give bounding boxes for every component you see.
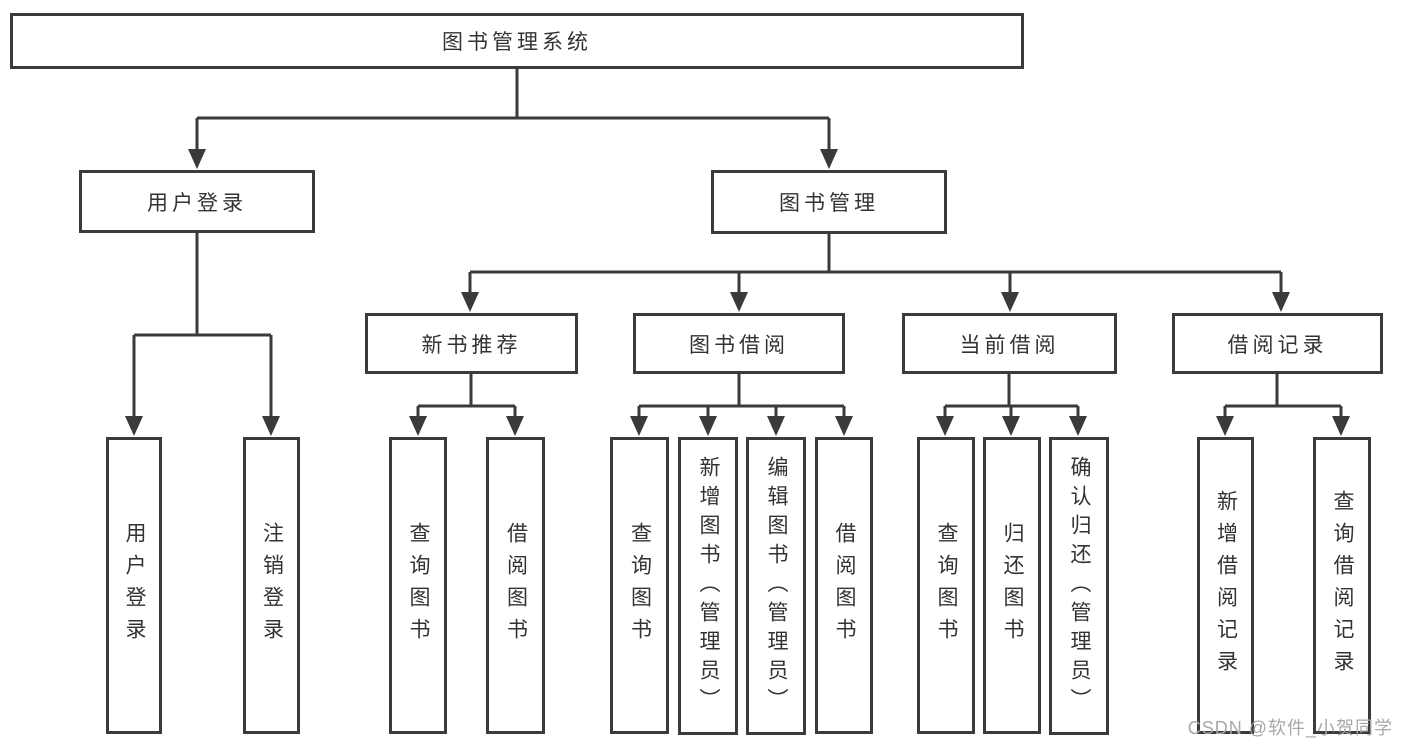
leaf-rec-borrow-book: 借阅图书 <box>486 437 545 734</box>
leaf-rec-query-book: 查询图书 <box>389 437 447 734</box>
leaf-add-book-admin: 新增图书（管理员） <box>678 437 738 735</box>
node-borrow-record: 借阅记录 <box>1172 313 1383 374</box>
csdn-watermark: CSDN @软件_小贺同学 <box>1187 718 1393 738</box>
node-user-login: 用户登录 <box>79 170 315 233</box>
node-book-management: 图书管理 <box>711 170 947 234</box>
node-root-library-system: 图书管理系统 <box>10 13 1024 69</box>
leaf-current-query-book: 查询图书 <box>917 437 975 734</box>
leaf-logout: 注销登录 <box>243 437 300 734</box>
node-current-borrow: 当前借阅 <box>902 313 1117 374</box>
leaf-query-borrow-record: 查询借阅记录 <box>1313 437 1371 734</box>
leaf-borrow-query-book: 查询图书 <box>610 437 669 734</box>
node-book-borrow: 图书借阅 <box>633 313 845 374</box>
leaf-confirm-return-admin: 确认归还（管理员） <box>1049 437 1109 735</box>
leaf-borrow-book: 借阅图书 <box>815 437 873 734</box>
leaf-edit-book-admin: 编辑图书（管理员） <box>746 437 806 735</box>
leaf-add-borrow-record: 新增借阅记录 <box>1197 437 1254 734</box>
node-new-book-recommend: 新书推荐 <box>365 313 578 374</box>
arrowheads <box>125 149 1350 436</box>
leaf-user-login: 用户登录 <box>106 437 162 734</box>
leaf-return-book: 归还图书 <box>983 437 1041 734</box>
connector-path <box>132 69 1343 420</box>
